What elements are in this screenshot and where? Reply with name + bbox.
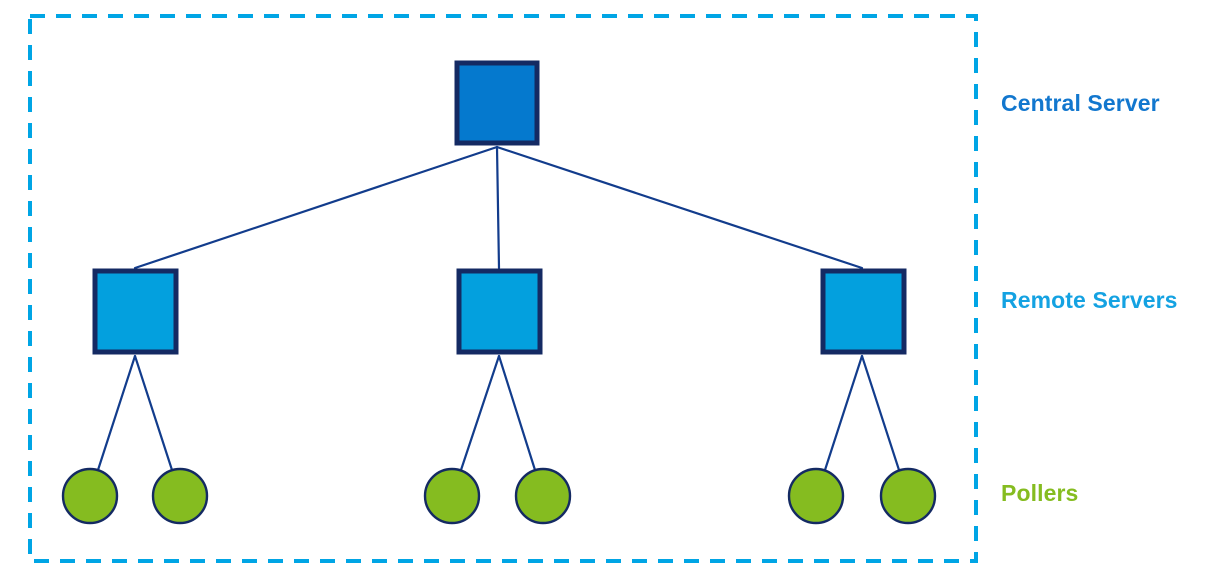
connector-remote-1-to-poller-1 xyxy=(96,354,137,472)
central-server-node[interactable] xyxy=(454,60,540,146)
remote-server-2[interactable] xyxy=(456,268,543,355)
poller-4[interactable] xyxy=(514,467,572,525)
connector-central-to-remote-1 xyxy=(133,145,499,270)
deployment-boundary xyxy=(28,14,978,563)
connector-remote-2-to-poller-4 xyxy=(497,354,537,472)
connector-remote-3-to-poller-5 xyxy=(823,354,864,472)
poller-1[interactable] xyxy=(61,467,119,525)
remote-server-nodes xyxy=(92,268,907,355)
connector-central-to-remote-2 xyxy=(495,145,501,270)
tier-label-central-server: Central Server xyxy=(1001,90,1160,116)
connector-group-remote-to-pollers xyxy=(96,354,901,472)
poller-3[interactable] xyxy=(423,467,481,525)
connector-group-central-to-remote xyxy=(133,145,864,270)
poller-nodes xyxy=(61,467,937,525)
poller-6[interactable] xyxy=(879,467,937,525)
remote-server-1[interactable] xyxy=(92,268,179,355)
central-server-1[interactable] xyxy=(454,60,540,146)
connector-remote-2-to-poller-3 xyxy=(459,354,501,472)
poller-2[interactable] xyxy=(151,467,209,525)
connector-remote-1-to-poller-2 xyxy=(133,354,174,472)
poller-5[interactable] xyxy=(787,467,845,525)
connector-remote-3-to-poller-6 xyxy=(860,354,901,472)
tier-label-pollers: Pollers xyxy=(1001,480,1079,506)
tier-label-remote-servers: Remote Servers xyxy=(1001,287,1178,313)
remote-server-3[interactable] xyxy=(820,268,907,355)
connector-central-to-remote-3 xyxy=(495,145,864,270)
